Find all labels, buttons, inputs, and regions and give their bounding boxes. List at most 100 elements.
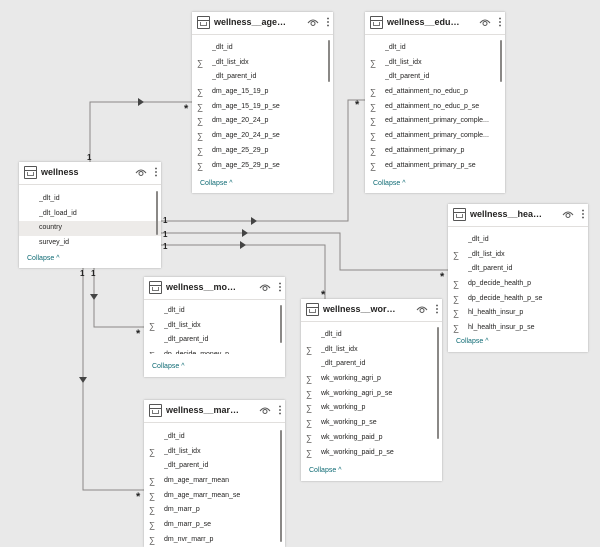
table-card-age-related[interactable]: wellness__age_related ⋮ _dlt_id∑_dlt_lis… [192,12,333,193]
sigma-icon: ∑ [453,308,460,319]
field-row[interactable]: _dlt_parent_id [192,70,333,85]
eye-icon[interactable] [135,167,147,178]
scrollbar[interactable] [280,305,282,343]
field-row[interactable]: _dlt_id [365,41,505,56]
field-row[interactable]: ∑dm_age_20_24_p [192,114,333,129]
field-name: dm_age_25_29_p_se [212,161,280,169]
field-row[interactable]: ∑_dlt_list_idx [301,343,442,358]
field-row[interactable]: _dlt_parent_id [301,357,442,372]
collapse-button[interactable]: Collapse ^ [200,180,233,187]
field-row[interactable]: ∑ed_attainment_primary_p [365,144,505,159]
field-row[interactable]: ∑dm_age_25_29_p [192,144,333,159]
scrollbar[interactable] [437,327,439,439]
eye-icon[interactable] [479,17,491,28]
relationship-line[interactable] [89,101,192,162]
field-row[interactable]: ∑hl_health_insur_p [448,306,588,321]
table-card-money-related[interactable]: wellness__money_rela... ⋮ _dlt_id∑_dlt_l… [144,277,285,377]
scrollbar[interactable] [156,191,158,235]
field-row[interactable]: ∑_dlt_list_idx [448,248,588,263]
field-row[interactable]: ∑wk_working_paid_p_se [301,446,442,461]
more-options-icon[interactable]: ⋮ [323,17,333,28]
collapse-button[interactable]: Collapse ^ [27,255,60,262]
relationship-line[interactable] [82,268,144,491]
field-row[interactable]: _dlt_id [19,192,161,207]
field-row[interactable]: _dlt_parent_id [448,262,588,277]
field-name: dm_age_15_19_p_se [212,102,280,110]
eye-icon[interactable] [259,405,271,416]
relationship-line[interactable] [161,232,448,271]
field-row[interactable]: ∑wk_working_paid_p [301,431,442,446]
field-row[interactable]: ∑ed_attainment_no_educ_p [365,85,505,100]
field-row[interactable]: ∑ed_attainment_primary_comple... [365,129,505,144]
field-row[interactable]: ∑dm_age_marr_mean [144,474,285,489]
more-options-icon[interactable]: ⋮ [495,17,505,28]
field-row[interactable]: ∑ed_attainment_no_educ_p_se [365,100,505,115]
eye-icon[interactable] [259,282,271,293]
eye-icon[interactable] [562,209,574,220]
eye-icon[interactable] [416,304,428,315]
field-row[interactable]: _dlt_load_id [19,207,161,222]
field-row[interactable]: _dlt_id [448,233,588,248]
field-row[interactable]: ∑wk_working_p [301,401,442,416]
field-row[interactable]: ∑dm_age_15_19_p_se [192,100,333,115]
field-row[interactable]: _dlt_parent_id [144,459,285,474]
field-row[interactable]: _dlt_id [144,430,285,445]
cardinality-many: * [440,271,445,283]
field-row[interactable]: _dlt_id [144,304,285,319]
cardinality-many: * [321,289,326,301]
field-row[interactable]: ∑dm_age_20_24_p_se [192,129,333,144]
field-row[interactable]: ∑dm_age_marr_mean_se [144,489,285,504]
field-row[interactable]: ∑_dlt_list_idx [144,445,285,460]
field-row[interactable]: ∑dm_nvr_marr_p [144,533,285,547]
field-row[interactable]: ∑dp_decide_health_p_se [448,292,588,307]
field-row[interactable]: survey_id [19,236,161,251]
field-row[interactable]: ∑dm_age_25_29_p_se [192,159,333,174]
collapse-button[interactable]: Collapse ^ [456,338,489,345]
field-row[interactable]: ∑dm_marr_p_se [144,518,285,533]
relationship-line[interactable] [161,244,326,299]
field-row[interactable]: country [19,221,161,237]
field-row[interactable]: _dlt_id [301,328,442,343]
collapse-button[interactable]: Collapse ^ [152,363,185,370]
field-row[interactable]: ∑wk_working_agri_p_se [301,387,442,402]
card-header: wellness__marriage_r... ⋮ [144,400,285,423]
collapse-button[interactable]: Collapse ^ [373,180,406,187]
field-row[interactable]: ∑wk_working_p_se [301,416,442,431]
table-card-education[interactable]: wellness__education_... ⋮ _dlt_id∑_dlt_l… [365,12,505,193]
field-row[interactable]: ∑wk_working_agri_p [301,372,442,387]
table-card-work-related[interactable]: wellness__work_related ⋮ _dlt_id∑_dlt_li… [301,299,442,481]
field-name: dm_age_25_29_p [212,146,269,154]
cardinality-one: 1 [163,242,168,251]
field-row[interactable]: ∑dm_marr_p [144,503,285,518]
collapse-button[interactable]: Collapse ^ [309,467,342,474]
field-row[interactable]: ∑ed_attainment_primary_comple... [365,114,505,129]
field-row[interactable]: ∑_dlt_list_idx [365,56,505,71]
scrollbar[interactable] [280,430,282,542]
eye-icon[interactable] [307,17,319,28]
scrollbar[interactable] [500,40,502,82]
table-card-marriage-related[interactable]: wellness__marriage_r... ⋮ _dlt_id∑_dlt_l… [144,400,285,547]
field-row[interactable]: ∑dp_decide_health_p [448,277,588,292]
more-options-icon[interactable]: ⋮ [578,209,588,220]
field-row[interactable]: ∑dp_decide_money_p [144,348,285,354]
more-options-icon[interactable]: ⋮ [275,282,285,293]
more-options-icon[interactable]: ⋮ [432,304,442,315]
cardinality-one: 1 [80,269,85,278]
field-row[interactable]: ∑dm_age_15_19_p [192,85,333,100]
field-row[interactable]: ∑_dlt_list_idx [144,319,285,334]
field-row[interactable]: _dlt_parent_id [144,333,285,348]
field-row[interactable]: ∑_dlt_list_idx [192,56,333,71]
relationship-line[interactable] [93,268,144,328]
sigma-icon: ∑ [453,293,460,304]
scrollbar[interactable] [328,40,330,82]
field-row[interactable]: ∑ed_attainment_primary_p_se [365,159,505,174]
field-row[interactable]: ∑hl_health_insur_p_se [448,321,588,336]
table-card-health-related[interactable]: wellness__health_relat... ⋮ _dlt_id∑_dlt… [448,204,588,352]
field-name: _dlt_parent_id [212,73,257,81]
more-options-icon[interactable]: ⋮ [151,167,161,178]
field-row[interactable]: _dlt_parent_id [365,70,505,85]
more-options-icon[interactable]: ⋮ [275,405,285,416]
field-row[interactable]: _dlt_id [192,41,333,56]
